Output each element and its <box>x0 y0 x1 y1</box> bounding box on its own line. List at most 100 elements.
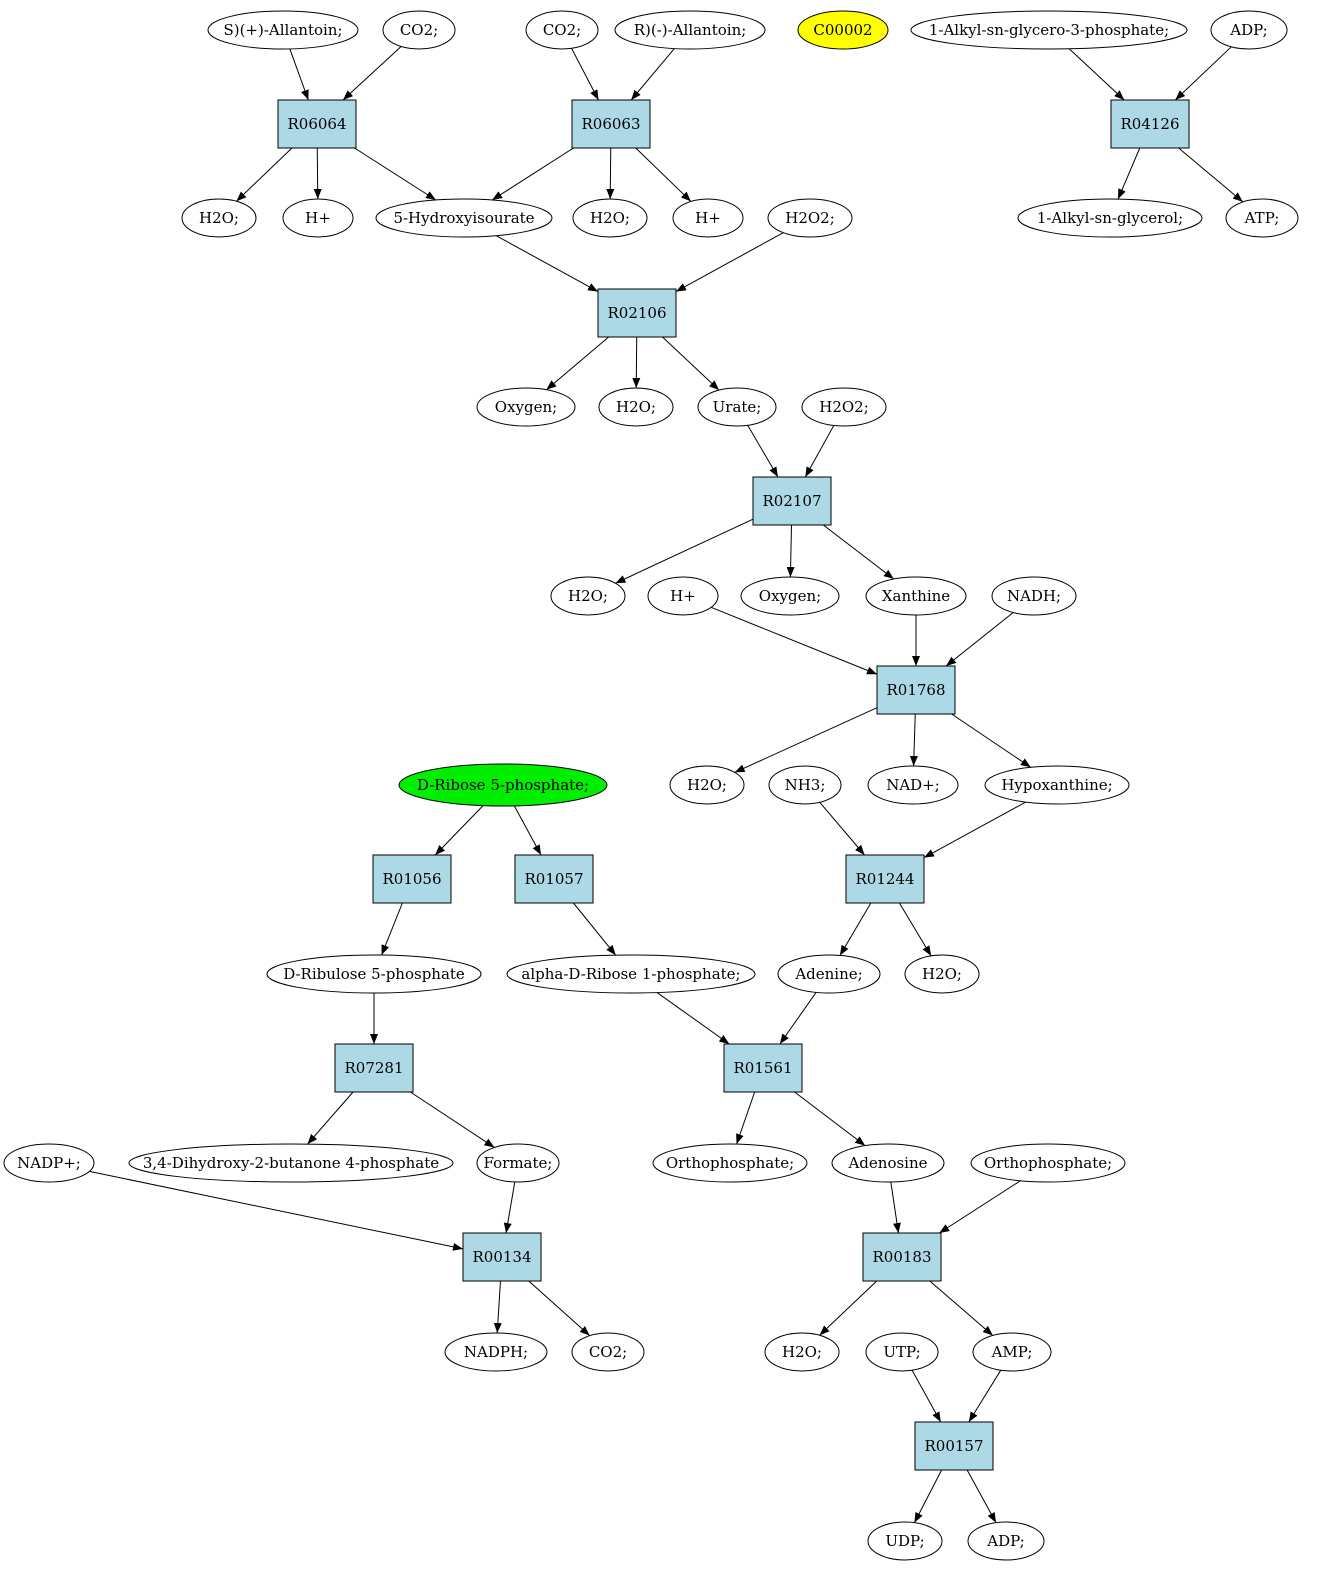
compound-ellipse <box>3 1143 95 1183</box>
compound-ellipse <box>572 198 648 238</box>
edge-c1-to-r1 <box>289 48 309 101</box>
compound-ellipse <box>382 10 456 50</box>
reaction-box <box>845 854 925 904</box>
edge-r5-to-c22 <box>786 524 795 578</box>
compound-label: H2O2; <box>785 209 835 227</box>
reaction-label: R00183 <box>872 1248 931 1266</box>
compound-ellipse <box>801 387 887 427</box>
edge-r12-to-c40 <box>493 1280 502 1334</box>
compound-ellipse <box>764 1332 840 1372</box>
edge-r14-to-c45 <box>914 1469 943 1523</box>
compound-node: AMP; <box>972 1332 1052 1372</box>
compound-ellipse <box>506 954 756 994</box>
edge-r1-to-c9 <box>313 147 322 200</box>
compound-node: H+ <box>647 576 719 616</box>
reaction-node: R02106 <box>597 288 677 338</box>
compound-node: Formate; <box>476 1143 560 1183</box>
edge-r2-to-c10 <box>491 147 574 201</box>
compound-node: S)(+)-Allantoin; <box>207 10 359 50</box>
reaction-node: R00157 <box>914 1421 994 1471</box>
reaction-label: R04126 <box>1120 115 1179 133</box>
compound-label: D-Ribulose 5-phosphate <box>283 965 465 983</box>
compound-node: NADH; <box>991 576 1077 616</box>
edge-c26-to-r9 <box>819 802 865 856</box>
compound-ellipse <box>777 954 881 994</box>
edge-c2-to-r1 <box>342 46 402 101</box>
edge-layer <box>89 46 1244 1523</box>
edge-c4-to-r2 <box>630 48 675 101</box>
reaction-label: R00157 <box>924 1437 983 1455</box>
compound-ellipse <box>571 1332 645 1372</box>
compound-ellipse <box>865 576 967 616</box>
edge-c34-to-r12 <box>89 1170 464 1251</box>
compound-ellipse <box>398 763 608 807</box>
compound-label: Xanthine <box>882 587 950 605</box>
reaction-box <box>462 1232 542 1282</box>
reaction-node: R01056 <box>372 854 452 904</box>
reaction-box <box>334 1043 414 1093</box>
compound-ellipse <box>831 1143 945 1183</box>
compound-ellipse <box>991 576 1077 616</box>
reaction-node: R02107 <box>752 476 832 526</box>
compound-node: D-Ribose 5-phosphate; <box>398 763 608 807</box>
compound-label: AMP; <box>991 1343 1033 1361</box>
compound-node: NH3; <box>768 765 842 805</box>
compound-ellipse <box>1210 10 1288 50</box>
reaction-node: R01768 <box>876 665 956 715</box>
compound-ellipse <box>550 576 626 616</box>
reaction-label: R01057 <box>524 870 583 888</box>
edge-c3-to-r2 <box>571 48 599 101</box>
compound-label: Hypoxanthine; <box>1001 776 1112 794</box>
reaction-box <box>1110 99 1190 149</box>
edge-r12-to-c41 <box>528 1280 591 1337</box>
compound-label: H2O2; <box>819 398 869 416</box>
reaction-node: R01561 <box>723 1043 803 1093</box>
reaction-label: R02106 <box>607 304 666 322</box>
compound-node: H+ <box>672 198 744 238</box>
compound-ellipse <box>598 387 674 427</box>
compound-label: ATP; <box>1244 209 1280 227</box>
compound-node: H2O2; <box>801 387 887 427</box>
reaction-node: R07281 <box>334 1043 414 1093</box>
compound-ellipse <box>282 198 354 238</box>
compound-ellipse <box>768 765 842 805</box>
compound-ellipse <box>984 765 1130 805</box>
compound-ellipse <box>207 10 359 50</box>
edge-r1-to-c8 <box>236 147 293 202</box>
compound-node: Orthophosphate; <box>970 1143 1126 1183</box>
reaction-box <box>571 99 651 149</box>
compound-label: H2O; <box>922 965 962 983</box>
compound-label: UDP; <box>885 1532 924 1550</box>
reaction-label: R06063 <box>581 115 640 133</box>
compound-ellipse <box>444 1332 548 1372</box>
compound-node: Oxygen; <box>476 387 576 427</box>
compound-node: ADP; <box>1210 10 1288 50</box>
compound-node: Orthophosphate; <box>652 1143 808 1183</box>
compound-ellipse <box>867 1521 943 1561</box>
compound-ellipse <box>767 198 853 238</box>
edge-c29-to-r7 <box>434 805 484 856</box>
edge-c21-to-r6 <box>710 606 878 675</box>
compound-label: CO2; <box>400 21 438 39</box>
compound-node: Adenine; <box>777 954 881 994</box>
reaction-node: R06063 <box>571 99 651 149</box>
compound-label: H2O; <box>590 209 630 227</box>
edge-c13-to-r4 <box>675 232 784 293</box>
compound-ellipse <box>614 10 766 50</box>
compound-label: CO2; <box>589 1343 627 1361</box>
compound-node: alpha-D-Ribose 1-phosphate; <box>506 954 756 994</box>
compound-node: H2O2; <box>767 198 853 238</box>
compound-node: 1-Alkyl-sn-glycero-3-phosphate; <box>910 10 1188 50</box>
compound-ellipse <box>740 576 840 616</box>
edge-c32-to-r11 <box>779 992 817 1045</box>
edge-r6-to-c28 <box>951 713 1032 768</box>
compound-node: Hypoxanthine; <box>984 765 1130 805</box>
edge-r3-to-c14 <box>1117 147 1141 200</box>
edge-r1-to-c10 <box>354 147 437 201</box>
compound-label: NADP+; <box>17 1154 81 1172</box>
compound-node: ATP; <box>1225 198 1299 238</box>
compound-node: Xanthine <box>865 576 967 616</box>
compound-node: H2O; <box>572 198 648 238</box>
compound-label: Urate; <box>713 398 762 416</box>
